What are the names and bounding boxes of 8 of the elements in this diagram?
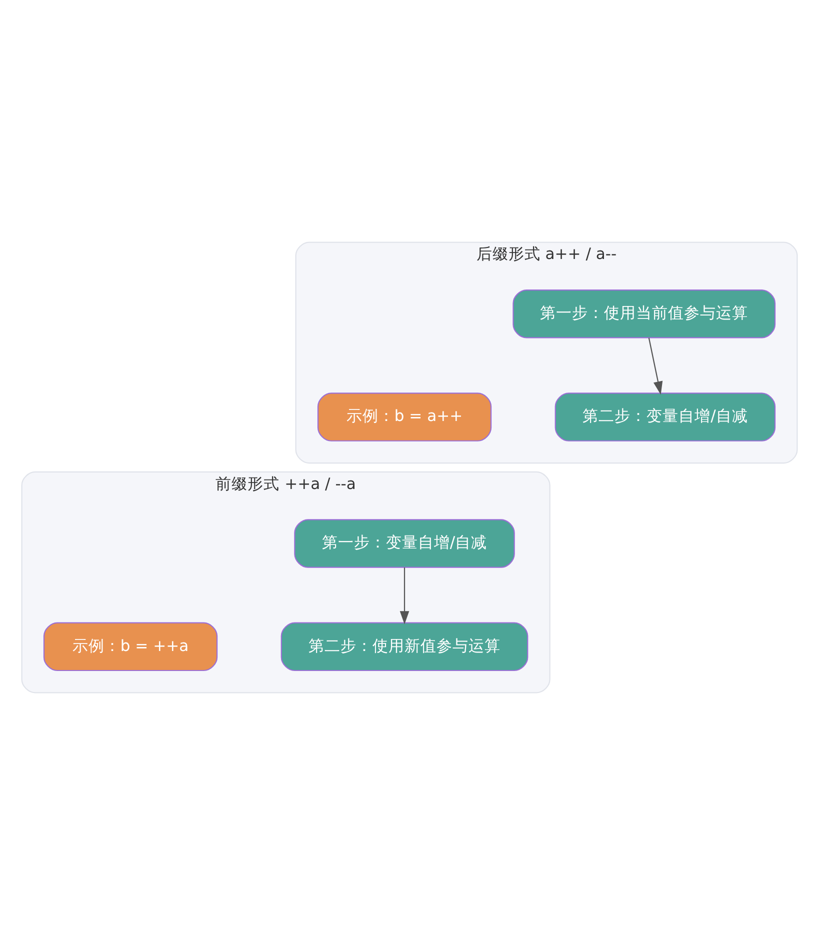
node-box: 示例：b = ++a	[43, 622, 218, 671]
node-box: 第二步：变量自增/自减	[554, 392, 776, 441]
arrow	[400, 567, 410, 624]
arrow	[648, 337, 663, 394]
node-box: 第一步：使用当前值参与运算	[512, 288, 776, 338]
node-box: 第二步：使用新值参与运算	[280, 622, 528, 671]
node-box: 第一步：变量自增/自减	[294, 518, 515, 568]
node-box: 示例：b = a++	[317, 392, 492, 441]
